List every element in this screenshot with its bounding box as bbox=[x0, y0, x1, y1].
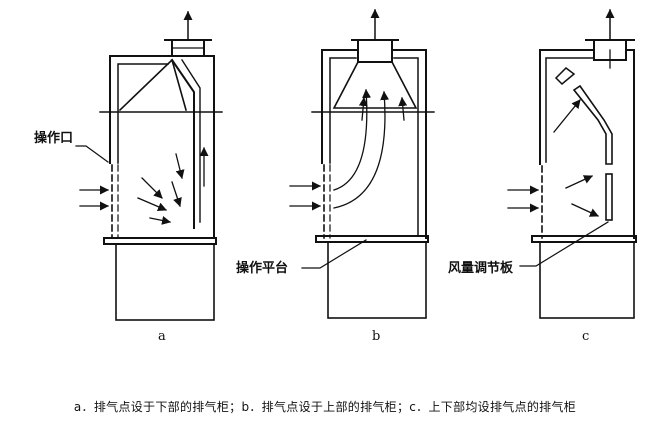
platform-b bbox=[315, 235, 429, 243]
fume-hood-b bbox=[289, 9, 435, 319]
cabinet-wall-b bbox=[321, 49, 427, 239]
hood-b bbox=[332, 60, 418, 109]
panel-label-c: c bbox=[582, 329, 589, 344]
fume-hood-a bbox=[75, 11, 223, 321]
figure-caption: a．排气点设于下部的排气柜；b．排气点设于上部的排气柜；c．上下部均设排气点的排… bbox=[73, 400, 577, 414]
cabinet-wall-c bbox=[539, 49, 635, 239]
panel-label-a: a bbox=[158, 329, 166, 344]
label-operating-platform: 操作平台 bbox=[236, 260, 288, 276]
damper-upper-c bbox=[554, 67, 576, 86]
cabinet-wall-a bbox=[109, 55, 215, 239]
fume-hood-c bbox=[507, 9, 637, 319]
panel-label-b: b bbox=[372, 329, 380, 344]
exhaust-duct-b bbox=[357, 39, 393, 63]
label-air-damper: 风量调节板 bbox=[448, 260, 514, 276]
damper-lower-c bbox=[605, 173, 613, 221]
platform-a bbox=[103, 237, 217, 245]
label-operating-port: 操作口 bbox=[34, 130, 73, 146]
base-cabinet-c bbox=[539, 241, 635, 319]
base-cabinet-a bbox=[115, 243, 215, 321]
base-cabinet-b bbox=[327, 241, 427, 319]
